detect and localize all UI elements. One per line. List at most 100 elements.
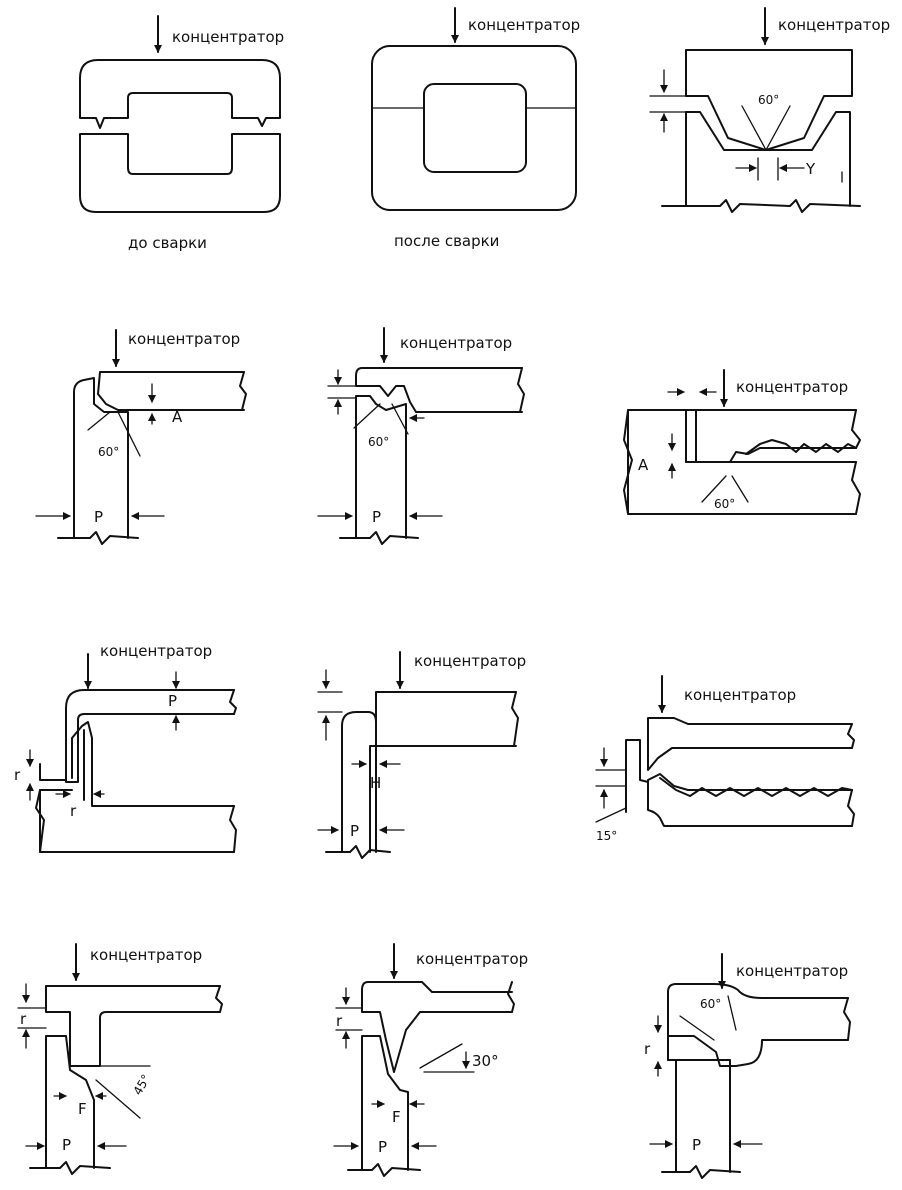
panel-3-upper-part [685,49,853,151]
panel-3-angle: 60° [758,93,779,107]
panel-11-angle: 30° [472,1052,499,1070]
panel-2-inner-cavity [423,83,527,173]
panel-6-break-right-top [851,409,861,449]
panel-10-angle: 45° [130,1072,153,1097]
panel-11-break-bottom [347,1163,421,1177]
panel-10-dim-r: r [20,1010,27,1028]
panel-11-shear-joint: r 30° F P концентратор [333,943,528,1177]
panel-6-butt-joint: A 60° концентратор [623,369,861,515]
panel-7-label: концентратор [100,642,212,660]
panel-9-bevel-joint: 15° концентратор [595,675,855,843]
panel-3-angle-ray-right [765,105,791,151]
panel-8-interference-joint: H P концентратор [317,651,526,859]
panel-6-break-right-bottom [851,461,861,515]
panel-2-caption: после сварки [394,232,499,250]
panel-5-break-right [517,367,525,413]
panel-11-lower-part [361,1035,409,1171]
panel-7-dim-p: P [168,692,177,710]
panel-4-dim-a: A [172,408,183,426]
panel-9-break-right-bottom [847,789,855,827]
panel-9-angle: 15° [596,829,617,843]
panel-4-angle-ray-right [117,411,141,457]
panel-10-upper-part [45,985,221,1067]
panel-9-upper-part [647,717,853,771]
panel-6-angle: 60° [714,497,735,511]
panel-4-upper-part [97,371,245,411]
panel-4-label: концентратор [128,330,240,348]
panel-3-break-line [661,199,861,213]
panel-3-dim-y: Y [805,160,816,178]
panel-12-bevel-joint: 60° r P концентратор [644,953,851,1179]
panel-6-label: концентратор [736,378,848,396]
panel-9-lower-part [625,739,649,813]
panel-9-mid-part [647,773,853,827]
panel-7-dim-r-left: r [14,766,21,784]
panel-4-step-joint: 60° A P концентратор [35,329,247,545]
panel-7-break-left [35,789,45,853]
panel-10-angle-ray [95,1079,141,1119]
panel-10-dim-f: F [78,1100,87,1118]
panel-8-upper-part [375,691,517,747]
panel-12-label: концентратор [736,962,848,980]
panel-6-dim-a: A [638,456,649,474]
panel-7-upper-part [65,689,235,783]
panel-8-break-bottom [325,845,391,859]
panel-9-break-right-top [847,723,855,749]
panel-12-upper-part [667,983,849,1067]
panel-11-width-p: P [378,1138,387,1156]
panel-12-dim-r: r [644,1040,651,1058]
panel-8-label: концентратор [414,652,526,670]
panel-1-caption: до сварки [128,234,207,252]
panel-4-angle-ray-left [87,411,111,431]
panel-3-label: концентратор [778,16,890,34]
panel-12-angle-ray-right [727,995,737,1031]
panel-11-break-right [507,981,515,1013]
panel-9-teeth [659,777,853,797]
panel-12-angle: 60° [700,997,721,1011]
panel-5-upper-part [355,367,523,413]
panel-11-label: концентратор [416,950,528,968]
panel-12-break-bottom [661,1165,741,1179]
panel-4-lower-part [73,377,129,539]
panel-12-width-p: P [692,1136,701,1154]
panel-5-break-bottom [339,531,419,545]
panel-9-label: концентратор [684,686,796,704]
panel-4-width-p: P [94,508,103,526]
panel-11-angle-ray [419,1043,463,1069]
panel-6-plate [695,409,857,463]
panel-6-angle-ray-right [731,475,749,503]
panel-7-step [39,763,67,781]
panel-10-break-right [215,985,223,1013]
panel-2-after-welding: концентратор после сварки [371,7,580,250]
panel-6-upper-part [627,409,857,515]
panel-2-outer-body [371,45,577,211]
panel-3-v-groove: 60° Y концентратор [649,7,890,213]
panel-7-dim-r-bottom: r [70,802,77,820]
panel-6-teeth [745,439,857,455]
panel-11-upper-part [361,981,513,1073]
panel-10-width-p: P [62,1136,71,1154]
panel-7-inner-wall [71,721,235,807]
panel-12-lower-part [675,1059,731,1173]
panel-10-lower-part [45,1035,95,1169]
panel-6-angle-ray-left [701,475,727,503]
panel-8-lower-part [341,711,377,853]
panel-8-dim-h: H [370,774,381,792]
panel-4-break-bottom [57,531,139,545]
panel-3-angle-ray-left [741,105,767,151]
panel-8-break-right [511,691,519,747]
panel-7-break-right-top [229,689,237,715]
panel-7-break-right-bottom [229,805,237,853]
panel-1-before-welding: концентратор до сварки [79,15,284,252]
panel-5-angle: 60° [368,435,389,449]
panel-5-width-p: P [372,508,381,526]
panel-10-break-bottom [29,1161,111,1175]
panel-4-angle: 60° [98,445,119,459]
panel-7-shear-joint: P r r концентратор [14,642,237,853]
panel-5-step-joint: 60° P концентратор [317,327,525,545]
panel-1-lower-part [79,133,281,213]
panel-6-break-left [623,409,633,515]
panel-2-label: концентратор [468,16,580,34]
panel-10-shear-joint: r F 45° P концентратор [17,943,223,1175]
